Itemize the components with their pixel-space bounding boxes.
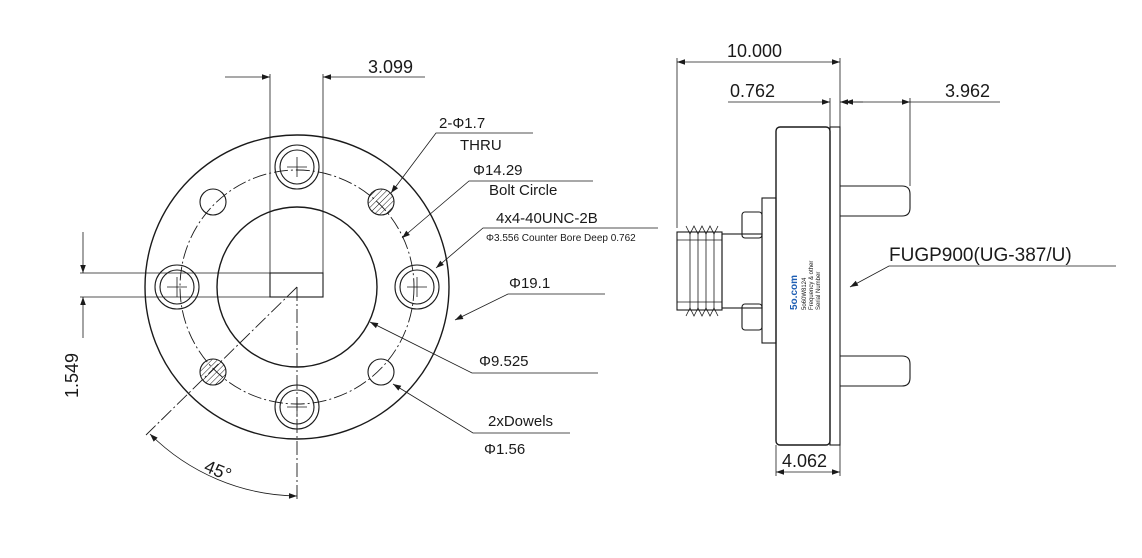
hole-count-dia: 2-Φ1.7 <box>439 115 485 132</box>
flange-outer-circle <box>144 134 450 440</box>
dim-step-thickness: 0.762 <box>730 81 775 101</box>
thread-lines <box>677 225 722 317</box>
flange-spec: FUGP900(UG-387/U) <box>889 245 1072 266</box>
dim-flange-thickness: 4.062 <box>782 451 827 471</box>
threaded-section <box>676 231 723 311</box>
dim-angle: 45° <box>202 456 235 485</box>
thru-hole-top-left <box>199 188 227 216</box>
side-view: 5o.com 5o60W8124 Frequency & other Seria… <box>676 41 1116 476</box>
counter-bore-spec: Φ3.556 Counter Bore Deep 0.762 <box>486 233 636 244</box>
screw-hole-left <box>154 264 200 310</box>
waveguide-aperture <box>269 272 324 298</box>
serial-line-3: Serial Number <box>816 272 822 310</box>
dim-total-length: 10.000 <box>727 41 782 61</box>
hole-crosshairs <box>167 157 427 417</box>
connector-neck <box>761 197 777 344</box>
dowels-label: 2xDowels <box>488 413 553 430</box>
serial-line-1: 5o60W8124 <box>802 277 808 310</box>
connector-body <box>721 233 763 309</box>
bolt-circle-dia: Φ14.29 <box>473 162 523 179</box>
screw-hole-top <box>274 144 320 190</box>
hex-nut-top <box>741 211 763 239</box>
dowels-dia: Φ1.56 <box>484 441 525 458</box>
dim-aperture-height: 1.549 <box>62 353 82 398</box>
bolt-circle-label: Bolt Circle <box>489 182 557 199</box>
screw-hole-right <box>394 264 440 310</box>
serial-line-2: Frequency & other <box>809 261 815 310</box>
dowel-pin-bottom <box>840 355 911 387</box>
front-view: 3.099 1.549 45° 2-Φ1.7 THRU Φ14.29 Bolt … <box>62 57 658 500</box>
thru-hole-bottom-right <box>367 358 395 386</box>
centerline-diagonal <box>145 286 298 436</box>
hole-thru: THRU <box>460 137 502 154</box>
bore-dia: Φ9.525 <box>479 353 529 370</box>
brand-logo: 5o.com <box>789 275 800 310</box>
outer-dia: Φ19.1 <box>509 275 550 292</box>
hex-nut-bottom <box>741 303 763 331</box>
dim-flange-width: 3.099 <box>368 57 413 77</box>
dowel-bottom-left <box>199 358 227 386</box>
dowel-pin-top <box>840 185 911 217</box>
thread-spec: 4x4-40UNC-2B <box>496 210 598 227</box>
dim-pin-length: 3.962 <box>945 81 990 101</box>
flange-step-plate <box>829 126 841 446</box>
dowel-top-right <box>367 188 395 216</box>
